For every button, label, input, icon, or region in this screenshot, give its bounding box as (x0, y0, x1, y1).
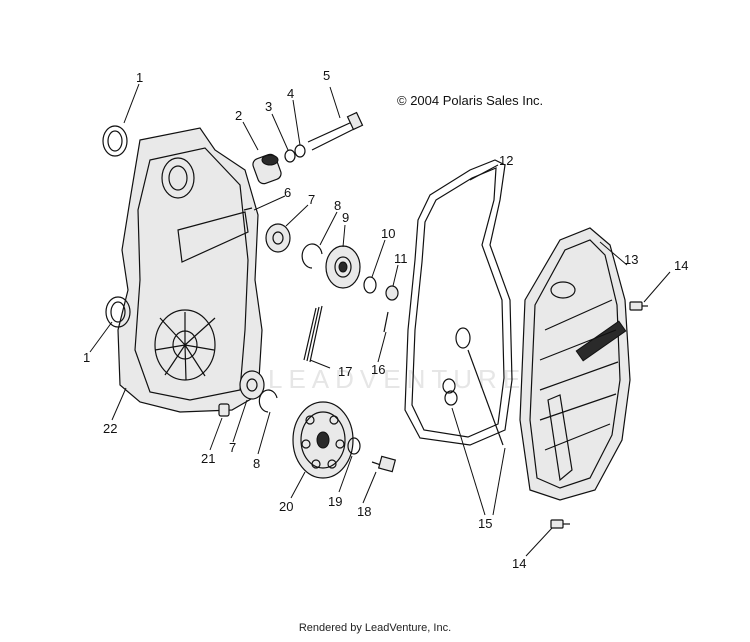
callout-10: 10 (381, 226, 395, 241)
callout-1-lower: 1 (83, 350, 90, 365)
part-19-washer (347, 437, 361, 455)
callout-9: 9 (342, 210, 349, 225)
part-12-gasket (404, 159, 513, 446)
part-14-bolt-upper (629, 301, 648, 311)
callout-14-upper: 14 (674, 258, 688, 273)
part-4-nut (294, 144, 306, 158)
callout-16: 16 (371, 362, 385, 377)
callout-19: 19 (328, 494, 342, 509)
callout-17: 17 (338, 364, 352, 379)
leader-lines (89, 83, 671, 557)
callout-18: 18 (357, 504, 371, 519)
part-3-washer (284, 149, 296, 163)
callout-15: 15 (478, 516, 492, 531)
callout-8-lower: 8 (253, 456, 260, 471)
callout-7-lower: 7 (229, 440, 236, 455)
callout-14-lower: 14 (512, 556, 526, 571)
copyright-text: © 2004 Polaris Sales Inc. (397, 93, 543, 108)
part-6-pin (243, 207, 253, 211)
part-10-washer (363, 276, 377, 294)
callout-21: 21 (201, 451, 215, 466)
part-18-bolt (371, 455, 397, 473)
part-20-driven-sprocket (292, 401, 354, 479)
part-7-bearing-lower (239, 370, 265, 400)
part-22-inner-chaincase (117, 127, 263, 413)
part-8-snap-ring-upper (301, 243, 323, 269)
part-7-bearing-upper (265, 223, 291, 253)
part-11-nut (385, 285, 399, 301)
callout-3: 3 (265, 99, 272, 114)
callout-5: 5 (323, 68, 330, 83)
part-21-drain-plug (218, 403, 230, 417)
part-5-bolt (307, 111, 364, 151)
callout-13: 13 (624, 252, 638, 267)
part-15-dipstick (442, 327, 504, 446)
callout-2: 2 (235, 108, 242, 123)
callout-1-upper: 1 (136, 70, 143, 85)
callout-4: 4 (287, 86, 294, 101)
callout-11: 11 (394, 251, 408, 266)
watermark-text: LEADVENTURE (268, 364, 526, 394)
part-8-snap-ring-lower (258, 389, 278, 413)
callout-12: 12 (499, 153, 513, 168)
part-2-tensioner (252, 153, 282, 185)
part-13-outer-cover (519, 227, 631, 501)
part-1-seal-lower (105, 296, 131, 328)
callout-8-upper: 8 (334, 198, 341, 213)
callout-20: 20 (279, 499, 293, 514)
part-14-bolt-lower (550, 519, 570, 529)
callout-6: 6 (284, 185, 291, 200)
callout-7-upper: 7 (308, 192, 315, 207)
part-9-drive-sprocket (325, 245, 361, 289)
footer-credit: Rendered by LeadVenture, Inc. (298, 622, 452, 634)
part-16-cotter-pin (383, 311, 389, 333)
part-17-chain (303, 305, 323, 363)
callout-labels: 1 2 3 4 5 6 7 8 9 10 11 12 13 14 1 22 21… (83, 68, 688, 571)
callout-22: 22 (103, 421, 117, 436)
part-1-seal-upper (102, 125, 128, 157)
